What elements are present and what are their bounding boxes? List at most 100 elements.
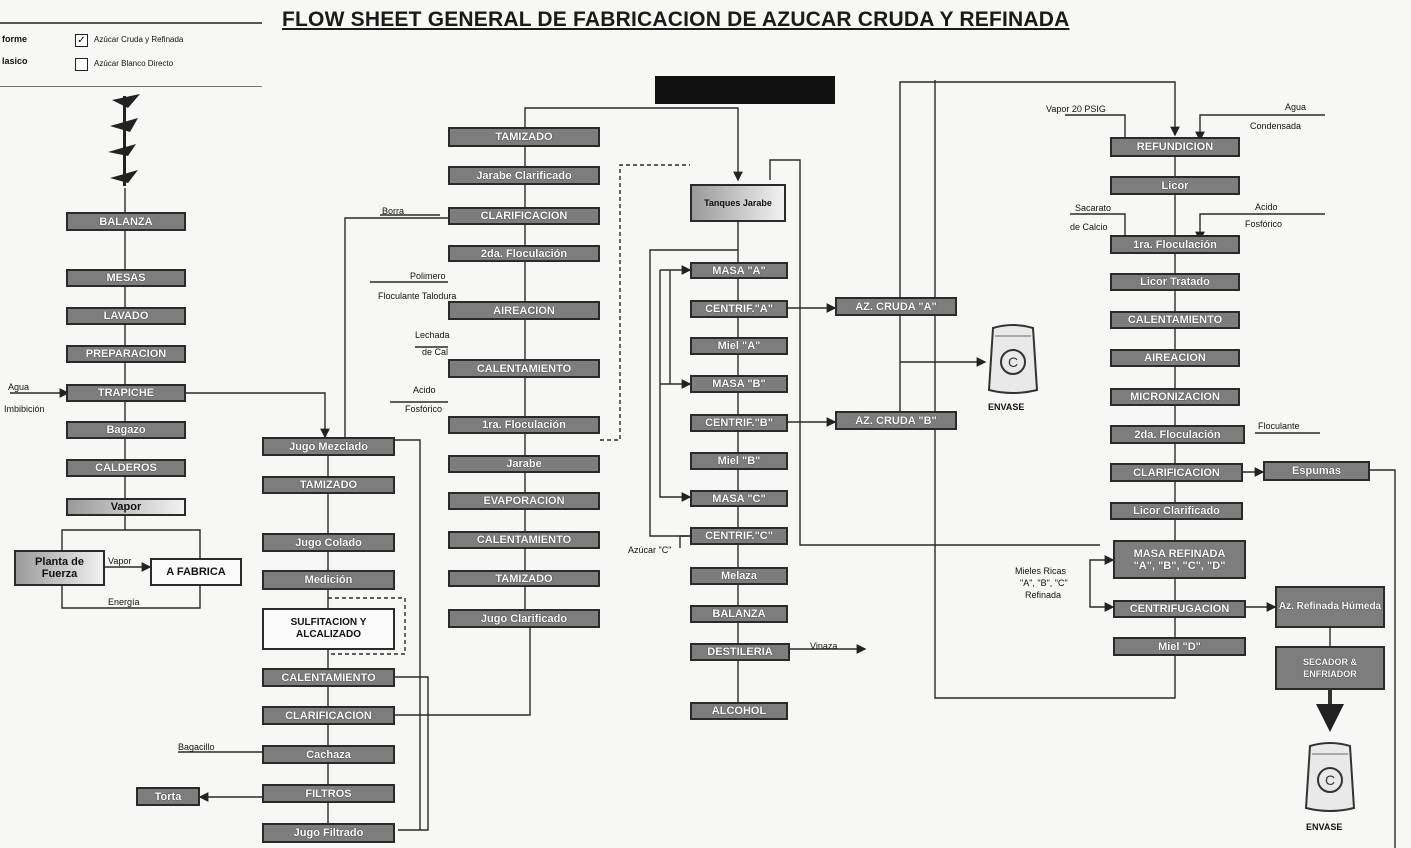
legend-side-label: forme [2,34,28,44]
box-centrif-c: CENTRIF."C" [690,527,788,545]
box-tamizado-bottom: TAMIZADO [448,570,600,587]
box-cachaza: Cachaza [262,745,395,764]
box-floculacion-1ra: 1ra. Floculación [1110,235,1240,254]
svg-text:C: C [1325,772,1335,788]
label-mieles-3: Refinada [1025,590,1062,600]
box-miel-d: Miel "D" [1113,637,1246,656]
label-condensada: Condensada [1250,121,1302,131]
box-jugo-clarificado: Jugo Clarificado [448,609,600,628]
box-licor: Licor [1110,176,1240,195]
box-preparacion: PREPARACION [66,345,186,363]
legend-item-label: Azúcar Blanco Directo [94,59,174,68]
svg-text:C: C [1008,354,1018,370]
label-vapor-psig: Vapor 20 PSIG [1046,104,1106,114]
label-mieles-2: "A", "B", "C" [1020,578,1068,588]
label-de-cal: de Cal [422,347,449,357]
label-envase: ENVASE [1306,822,1343,832]
box-clarificacion: CLARIFICACION [1110,463,1243,482]
box-torta: Torta [136,787,200,806]
box-aireacion: AIREACION [448,301,600,320]
sugar-bag-icon: C [987,324,1039,394]
box-az-cruda-b: AZ. CRUDA "B" [835,411,957,430]
box-miel-a: Miel "A" [690,337,788,355]
label-bagacillo: Bagacillo [178,742,215,752]
legend-side-label: lasico [2,56,28,66]
label-energia: Energía [108,597,140,607]
box-calderos: CALDEROS [66,459,186,477]
box-calentamiento-top: CALENTAMIENTO [448,359,600,378]
label-fosforico: Fosfórico [1245,219,1283,229]
box-floculacion-1ra: 1ra. Floculación [448,416,600,434]
label-acido: Acido [413,385,436,395]
box-jugo-filtrado: Jugo Filtrado [262,823,395,843]
label-mieles-1: Mieles Ricas [1015,566,1067,576]
box-tamizado-top: TAMIZADO [448,127,600,147]
label-sacarato: Sacarato [1075,203,1112,213]
label-azucar-c: Azúcar "C" [628,545,672,555]
masa-refinada-line1: MASA REFINADA [1133,547,1226,560]
box-tamizado: TAMIZADO [262,476,395,494]
box-masa-refinada: MASA REFINADA "A", "B", "C", "D" [1113,540,1246,579]
box-balanza: BALANZA [66,212,186,231]
box-aireacion: AIREACION [1110,349,1240,367]
page-title: FLOW SHEET GENERAL DE FABRICACION DE AZU… [282,8,1070,31]
box-lavado: LAVADO [66,307,186,325]
box-centrif-a: CENTRIF."A" [690,300,788,318]
box-floculacion-2da: 2da. Floculación [448,245,600,262]
box-destileria: DESTILERIA [690,643,790,661]
box-planta-fuerza: Planta de Fuerza [14,550,105,586]
label-fosforico: Fosfórico [405,404,443,414]
masa-refinada-line2: "A", "B", "C", "D" [1133,559,1226,572]
label-envase: ENVASE [988,402,1025,412]
box-filtros: FILTROS [262,784,395,803]
legend-panel: forme lasico ✓ Azúcar Cruda y Refinada A… [0,22,262,87]
box-evaporacion: EVAPORACION [448,492,600,510]
box-calentamiento-bottom: CALENTAMIENTO [448,531,600,549]
label-acido: Acido [1255,202,1278,212]
box-medicion: Medición [262,570,395,590]
box-floculacion-2da: 2da. Floculación [1110,425,1245,444]
label-floculante: Floculante Talodura [378,291,457,301]
box-licor-tratado: Licor Tratado [1110,273,1240,291]
box-centrifugacion: CENTRIFUGACION [1113,600,1246,618]
box-tanques-jarabe: Tanques Jarabe [690,184,786,222]
box-jarabe-clarificado: Jarabe Clarificado [448,166,600,185]
label-agua: Agua [1285,102,1307,112]
label-polimero: Polimero [410,271,446,281]
box-az-refinada: Az. Refinada Húmeda [1275,586,1385,628]
box-mesas: MESAS [66,269,186,287]
cane-icon [108,94,140,186]
box-secador: SECADOR & ENFRIADOR [1275,646,1385,690]
box-alcohol: ALCOHOL [690,702,788,720]
box-licor-clarificado: Licor Clarificado [1110,502,1243,520]
box-jarabe: Jarabe [448,455,600,473]
label-vapor: Vapor [108,556,132,566]
box-a-fabrica: A FABRICA [150,558,242,586]
label-de-calcio: de Calcio [1070,222,1108,232]
box-vapor: Vapor [66,498,186,516]
box-trapiche: TRAPICHE [66,384,186,402]
box-espumas: Espumas [1263,461,1370,481]
box-centrif-b: CENTRIF."B" [690,414,788,432]
box-jugo-colado: Jugo Colado [262,533,395,552]
label-vinaza: Vinaza [810,641,838,651]
checkbox-raw-refined[interactable]: ✓ [75,34,88,47]
legend-item-label: Azúcar Cruda y Refinada [94,35,184,44]
box-sulfitacion: SULFITACION Y ALCALIZADO [262,608,395,650]
box-masa-c: MASA "C" [690,490,788,507]
box-clarificacion: CLARIFICACION [262,706,395,725]
box-balanza: BALANZA [690,605,788,623]
box-masa-b: MASA "B" [690,375,788,393]
label-floculante: Floculante [1258,421,1300,431]
box-az-cruda-a: AZ. CRUDA "A" [835,297,957,316]
label-imbibicion: Imbibición [4,404,45,414]
box-miel-b: Miel "B" [690,452,788,470]
sugar-bag-icon: C [1304,742,1356,812]
box-melaza: Melaza [690,567,788,585]
checkbox-white-direct[interactable] [75,58,88,71]
label-agua: Agua [8,382,30,392]
box-calentamiento: CALENTAMIENTO [262,668,395,687]
box-micronizacion: MICRONIZACION [1110,388,1240,406]
box-masa-a: MASA "A" [690,262,788,279]
